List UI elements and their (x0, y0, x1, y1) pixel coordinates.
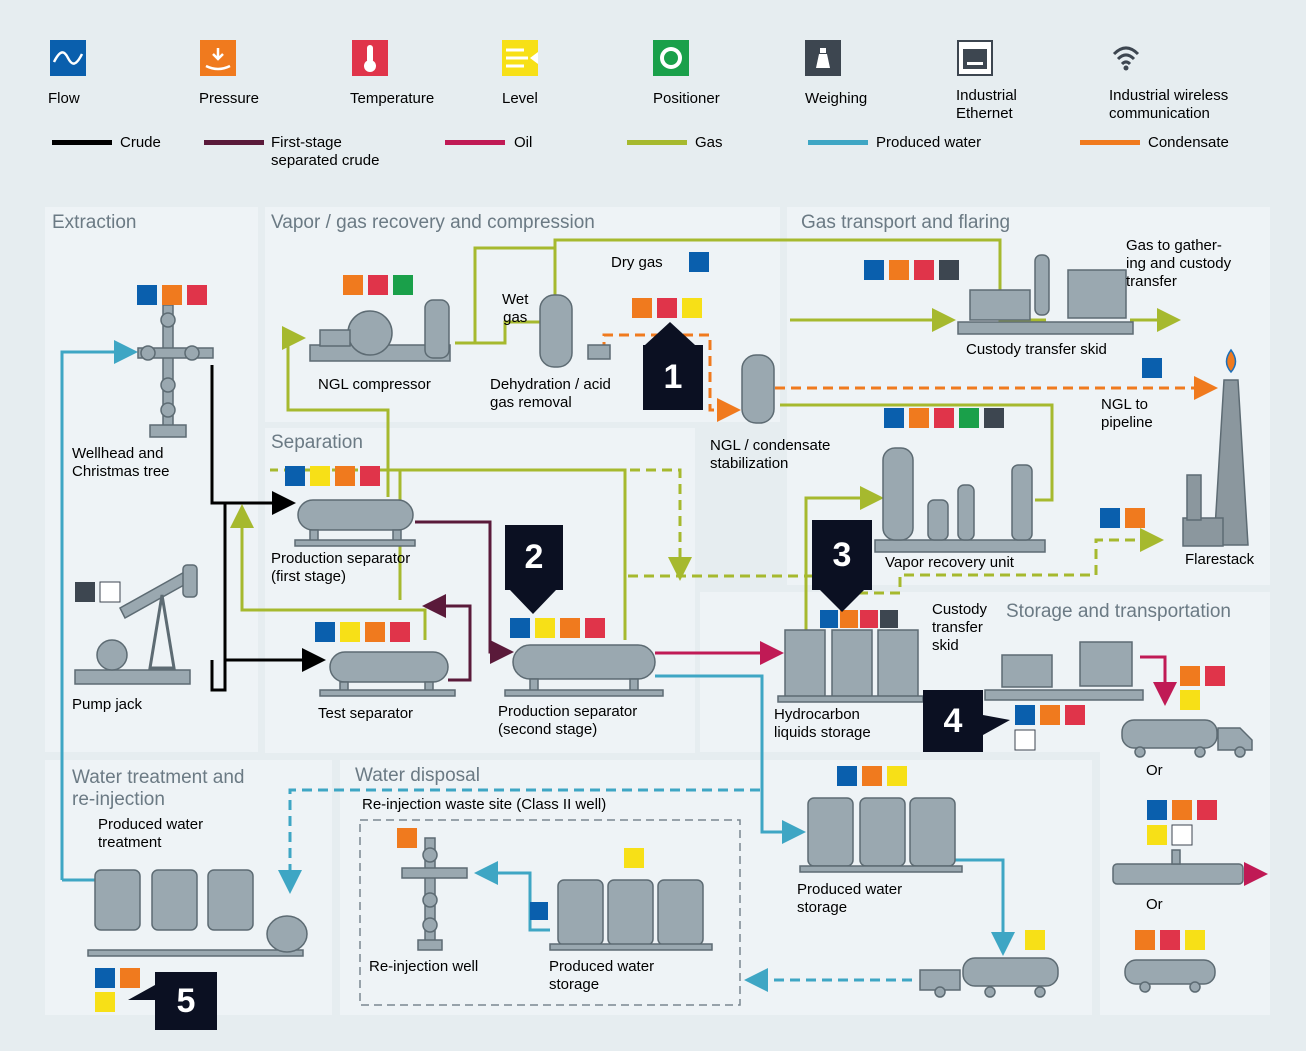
legend-label-ethernet: Industrial Ethernet (956, 87, 1017, 122)
legend-line-gas (627, 140, 687, 145)
crude-lines (210, 365, 326, 692)
legend-line-label-first-stage: First-stage separated crude (271, 134, 380, 169)
first-stage-lines (415, 520, 514, 682)
instrument-badges (75, 252, 1225, 1012)
reinjection-well-equipment (401, 837, 468, 951)
condensate-lines (602, 333, 1218, 422)
label-produced-water-treatment: Produced water treatment (98, 816, 204, 851)
label-or-1: Or (1146, 762, 1163, 779)
disposal-storage-equipment (549, 879, 713, 951)
label-custody-skid-top: Custody transfer skid (966, 341, 1107, 358)
legend-line-label-gas: Gas (695, 134, 723, 151)
label-wellhead: Wellhead and Christmas tree (72, 445, 170, 480)
label-reinjection-site: Re-injection waste site (Class II well) (362, 796, 607, 813)
legend-label-pressure: Pressure (199, 90, 260, 107)
prod-sep-1-equipment (294, 499, 416, 547)
label-dry-gas: Dry gas (611, 254, 663, 271)
label-pw-storage-disposal: Produced water storage (549, 958, 655, 993)
section-title-vapor: Vapor / gas recovery and compression (271, 212, 595, 233)
label-prod-sep-2: Production separator (second stage) (498, 703, 638, 738)
label-wet-gas: Wet gas (502, 291, 529, 326)
label-gas-gathering: Gas to gather- ing and custody transfer (1126, 237, 1232, 290)
legend-line-oil (445, 140, 505, 145)
level-icon (502, 40, 538, 76)
legend-label-positioner: Positioner (653, 90, 720, 107)
ngl-stabilization-equipment (741, 354, 775, 424)
label-pump-jack: Pump jack (72, 696, 143, 713)
produced-water-lines (60, 340, 1015, 956)
custody-skid-storage-equipment (984, 641, 1144, 701)
legend-label-level: Level (502, 90, 538, 107)
ethernet-icon (957, 40, 993, 76)
test-sep-equipment (319, 651, 456, 697)
wellhead-equipment (137, 304, 214, 438)
section-title-separation: Separation (271, 432, 363, 453)
legend-label-wireless: Industrial wireless communication (1109, 87, 1229, 122)
tanker-truck-bottom (1124, 959, 1216, 993)
label-custody-skid-storage: Custody transfer skid (932, 601, 988, 654)
vapor-recovery-equipment (874, 447, 1046, 553)
callout-5: 5 (155, 972, 217, 1030)
tanker-truck-top (1121, 719, 1253, 758)
legend-line-produced-water (808, 140, 868, 145)
section-title-water-disposal: Water disposal (355, 765, 480, 786)
legend-line-first-stage (204, 140, 264, 145)
oil-lines (655, 641, 1268, 886)
custody-skid-top-equipment (957, 254, 1134, 335)
temperature-icon (352, 40, 388, 76)
label-hydrocarbon-storage: Hydrocarbon liquids storage (774, 706, 871, 741)
label-prod-sep-1: Production separator (first stage) (271, 550, 411, 585)
legend-label-temperature: Temperature (350, 90, 435, 107)
positioner-icon (653, 40, 689, 76)
gas-lines (230, 238, 1181, 640)
section-title-storage: Storage and transportation (1006, 601, 1231, 622)
flow-icon (50, 40, 86, 76)
label-pw-storage: Produced water storage (797, 881, 903, 916)
flarestack-equipment (1182, 348, 1249, 547)
label-ngl-pipeline: NGL to pipeline (1101, 396, 1153, 431)
pressure-icon (200, 40, 236, 76)
legend-line-crude (52, 140, 112, 145)
label-ngl-compressor: NGL compressor (318, 376, 431, 393)
legend-line-label-oil: Oil (514, 134, 533, 151)
pipeline-right (1112, 849, 1244, 885)
pump-jack-equipment (74, 564, 198, 685)
label-flarestack: Flarestack (1185, 551, 1255, 568)
wireless-icon (1108, 40, 1144, 76)
callout-pointers (128, 322, 1010, 1000)
legend-line-label-crude: Crude (120, 134, 161, 151)
legend-label-flow: Flow (48, 90, 80, 107)
ngl-compressor-equipment (309, 299, 451, 362)
produced-water-dashed-lines (278, 788, 912, 992)
label-or-2: Or (1146, 896, 1163, 913)
hydrocarbon-storage-equipment (777, 629, 924, 703)
label-test-sep: Test separator (318, 705, 414, 722)
label-ngl-stabilization: NGL / condensate stabilization (710, 437, 831, 472)
label-dehydration: Dehydration / acid gas removal (490, 376, 611, 411)
prod-sep-2-equipment (504, 644, 664, 697)
callout-2: 2 (505, 525, 563, 590)
legend-line-label-condensate: Condensate (1148, 134, 1229, 151)
label-vapor-recovery: Vapor recovery unit (885, 554, 1014, 571)
reinjection-site-border (359, 819, 741, 1006)
section-title-extraction: Extraction (52, 212, 137, 233)
water-treatment-equipment (87, 869, 308, 957)
legend-label-weighing: Weighing (805, 90, 868, 107)
section-title-water-treatment: Water treatment and re-injection (72, 767, 245, 810)
produced-water-storage-equipment (799, 797, 963, 873)
label-reinjection-well: Re-injection well (369, 958, 479, 975)
weighing-icon (805, 40, 841, 76)
legend-line-label-produced-water: Produced water (876, 134, 982, 151)
callout-3: 3 (812, 520, 872, 590)
callout-4: 4 (923, 690, 983, 752)
section-title-gas-transport: Gas transport and flaring (801, 212, 1011, 233)
tanker-truck-water (919, 957, 1059, 998)
legend-line-condensate (1080, 140, 1140, 145)
callout-1: 1 (643, 345, 703, 410)
dehydration-equipment (539, 294, 611, 368)
